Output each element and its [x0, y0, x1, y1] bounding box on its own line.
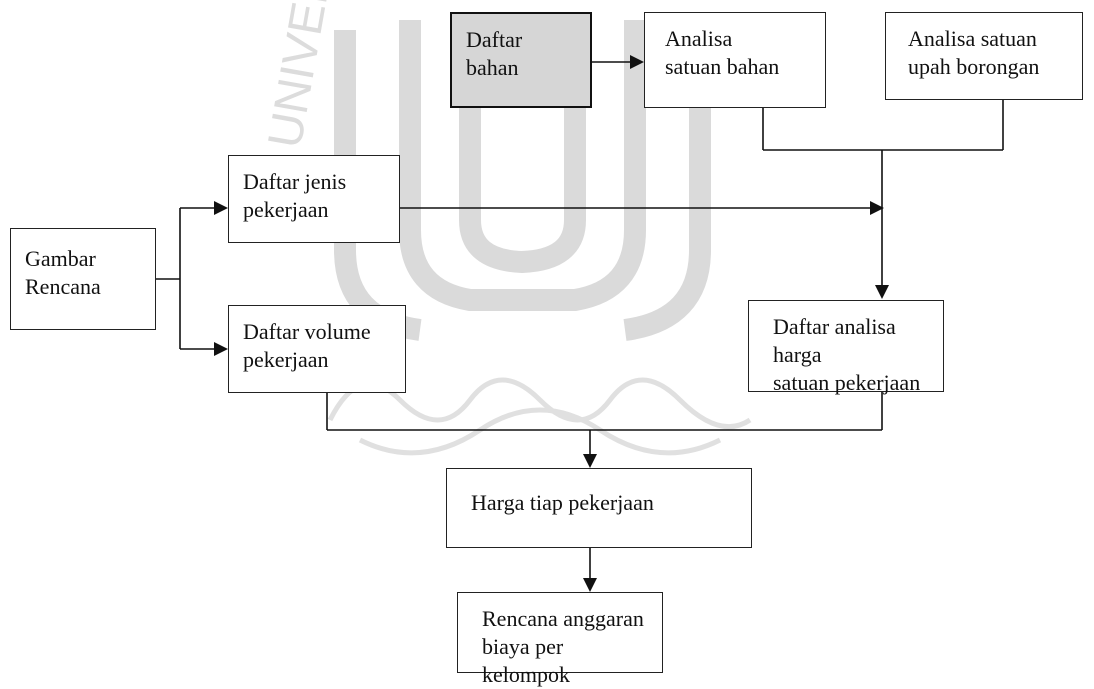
gambar-rencana-box: Gambar Rencana — [10, 228, 156, 330]
daftar-analisa-harga-label: Daftar analisa harga satuan pekerjaan — [773, 314, 921, 395]
harga-tiap-pekerjaan-label: Harga tiap pekerjaan — [471, 490, 654, 515]
daftar-volume-pekerjaan-box: Daftar volume pekerjaan — [228, 305, 406, 393]
daftar-bahan-box: Daftar bahan — [450, 12, 592, 108]
analisa-satuan-bahan-label: Analisa satuan bahan — [665, 26, 780, 79]
daftar-jenis-pekerjaan-label: Daftar jenis pekerjaan — [243, 169, 347, 222]
analisa-satuan-bahan-box: Analisa satuan bahan — [644, 12, 826, 108]
analisa-satuan-upah-label: Analisa satuan upah borongan — [908, 26, 1040, 79]
harga-tiap-pekerjaan-box: Harga tiap pekerjaan — [446, 468, 752, 548]
daftar-analisa-harga-box: Daftar analisa harga satuan pekerjaan — [748, 300, 944, 395]
daftar-bahan-label: Daftar bahan — [466, 27, 523, 80]
rencana-anggaran-box: Rencana anggaran biaya per kelompok — [457, 592, 663, 687]
analisa-satuan-upah-box: Analisa satuan upah borongan — [885, 12, 1083, 100]
gambar-rencana-label: Gambar Rencana — [25, 246, 101, 299]
daftar-volume-pekerjaan-label: Daftar volume pekerjaan — [243, 319, 371, 372]
flow-diagram — [156, 55, 1004, 592]
rencana-anggaran-label: Rencana anggaran biaya per kelompok — [482, 606, 644, 687]
daftar-jenis-pekerjaan-box: Daftar jenis pekerjaan — [228, 155, 400, 243]
